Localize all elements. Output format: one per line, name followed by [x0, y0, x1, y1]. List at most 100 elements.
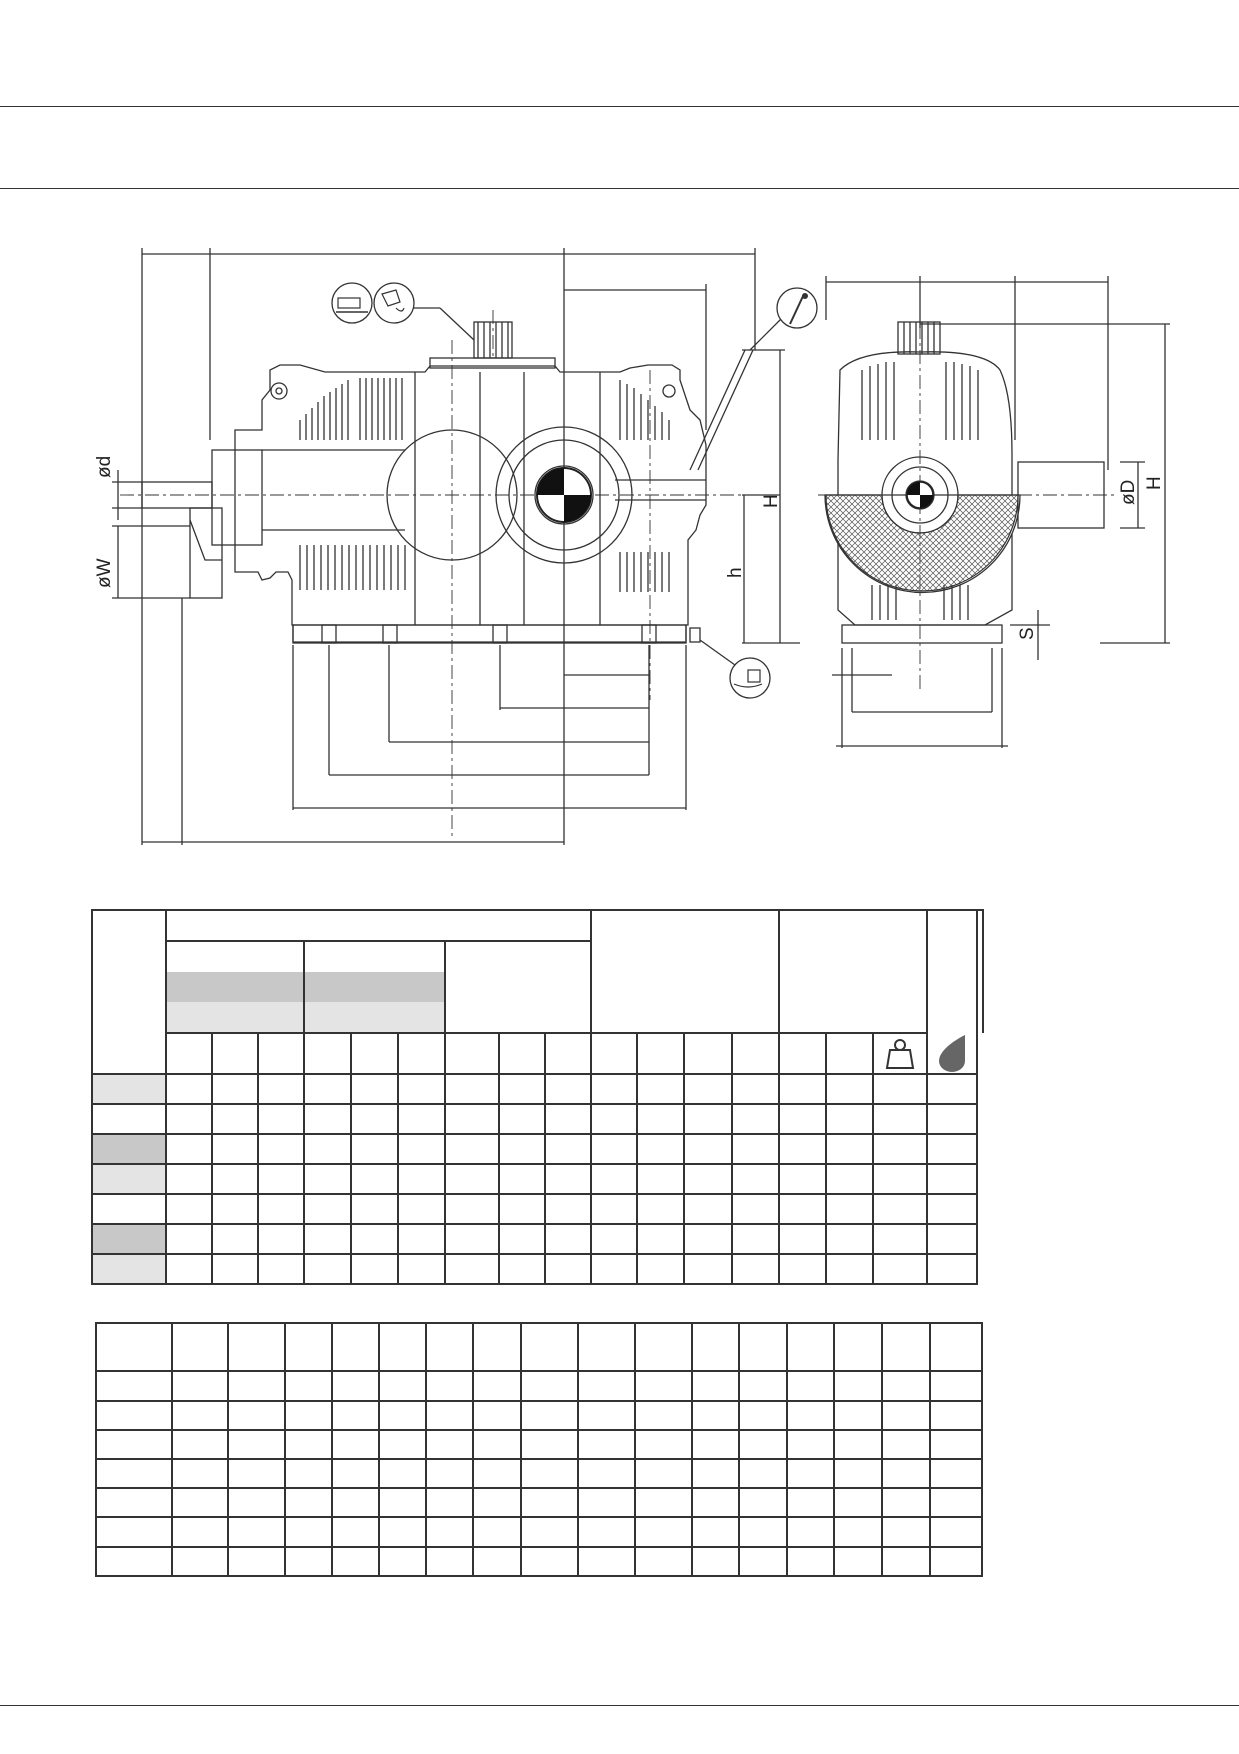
- table-cell: [303, 1163, 352, 1195]
- table-cell: [738, 1516, 788, 1548]
- table-cell: [636, 1133, 686, 1165]
- table-row-label: [95, 1516, 173, 1548]
- table-cell: [833, 1516, 883, 1548]
- table-cell: [590, 1103, 639, 1135]
- table-row-label: [95, 1370, 173, 1402]
- table-cell: [165, 1133, 213, 1165]
- table-cell: [786, 1458, 835, 1490]
- table-cell: [636, 1193, 686, 1225]
- table-cell: [636, 1073, 686, 1105]
- table-cell: [472, 1321, 522, 1373]
- table-cell: [165, 1193, 213, 1225]
- table-cell: [872, 1133, 929, 1165]
- table-cell: [257, 1253, 305, 1285]
- table-cell: [590, 1253, 639, 1285]
- table-cell: [731, 1133, 781, 1165]
- table-cell: [833, 1428, 883, 1461]
- header-top-rule: [0, 106, 1239, 107]
- header-bottom-rule: [0, 188, 1239, 189]
- table-cell: [472, 1516, 522, 1548]
- weight-icon-cell: [872, 1033, 929, 1075]
- table-cell: [378, 1370, 427, 1402]
- table-cell: [284, 1487, 333, 1519]
- table-cell: [926, 1163, 979, 1195]
- table-cell: [786, 1399, 835, 1431]
- table-cell: [303, 1253, 352, 1285]
- dim-label-s: S: [1017, 627, 1038, 640]
- table-cell: [731, 1163, 781, 1195]
- table-cell: [786, 1487, 835, 1519]
- table-cell: [926, 1223, 979, 1255]
- table-cell: [577, 1321, 636, 1373]
- table-cell: [738, 1399, 788, 1431]
- table-cell: [881, 1399, 931, 1431]
- table-cell: [926, 1193, 979, 1225]
- table-cell: [350, 1103, 399, 1135]
- table-cell: [683, 1103, 734, 1135]
- table-cell: [881, 1545, 931, 1578]
- table-cell: [926, 1103, 979, 1135]
- table-cell: [731, 1253, 781, 1285]
- table-cell: [683, 1133, 734, 1165]
- table-cell: [284, 1370, 333, 1402]
- table-cell: [444, 1223, 500, 1255]
- table-cell: [378, 1487, 427, 1519]
- table-cell: [211, 1103, 259, 1135]
- table-cell: [397, 1253, 446, 1285]
- table-cell: [520, 1370, 579, 1402]
- table-cell: [378, 1545, 427, 1578]
- table-cell: [211, 1163, 259, 1195]
- table-cell: [543, 1253, 593, 1285]
- oil-drop-icon: [939, 1035, 966, 1072]
- weight-icon: [885, 1038, 915, 1069]
- table-cell: [257, 1163, 305, 1195]
- dim-label-h1: H: [761, 494, 782, 508]
- table-cell: [577, 1399, 636, 1431]
- table-cell: [171, 1545, 229, 1578]
- table-cell: [786, 1428, 835, 1461]
- table-cell: [378, 1321, 427, 1373]
- table-cell: [825, 1253, 875, 1285]
- table-cell: [211, 1133, 259, 1165]
- table-cell: [444, 1193, 500, 1225]
- table-cell: [472, 1370, 522, 1402]
- section-hatch: [825, 494, 1019, 592]
- table-cell: [171, 1516, 229, 1548]
- table-cell: [520, 1428, 579, 1461]
- table-cell: [731, 1103, 781, 1135]
- table-cell: [691, 1516, 740, 1548]
- table-cell: [590, 1133, 639, 1165]
- oil-level-dipstick-icon: [776, 287, 818, 329]
- table-cell: [577, 1487, 636, 1519]
- table-cell: [778, 1253, 828, 1285]
- table-cell: [257, 1223, 305, 1255]
- table-cell: [498, 1223, 546, 1255]
- table-cell: [636, 1103, 686, 1135]
- table-header-cell: [95, 1321, 173, 1373]
- table-cell: [825, 1163, 875, 1195]
- table-cell: [833, 1458, 883, 1490]
- subheader-shade-light-1: [165, 1002, 305, 1034]
- table-row-label: [91, 1133, 167, 1165]
- table-cell: [634, 1399, 693, 1431]
- table-cell: [257, 1193, 305, 1225]
- gearbox-technical-drawing: ød øW H h øD H S Y: [94, 248, 1170, 845]
- table-cell: [257, 1103, 305, 1135]
- table-cell: [778, 1133, 828, 1165]
- table-cell: [543, 1073, 593, 1105]
- table-cell: [929, 1428, 983, 1461]
- table-cell: [691, 1487, 740, 1519]
- header-weight-cell: [926, 909, 979, 1033]
- table-cell: [786, 1545, 835, 1578]
- table-cell: [731, 1193, 781, 1225]
- table-cell: [738, 1370, 788, 1402]
- table-cell: [520, 1399, 579, 1431]
- table-cell: [738, 1458, 788, 1490]
- table-row-label: [95, 1399, 173, 1431]
- breather-icon: [331, 282, 373, 324]
- table-cell: [872, 1193, 929, 1225]
- table-cell: [171, 1370, 229, 1402]
- table-cell: [425, 1428, 474, 1461]
- table-cell: [778, 1193, 828, 1225]
- table-cell: [929, 1545, 983, 1578]
